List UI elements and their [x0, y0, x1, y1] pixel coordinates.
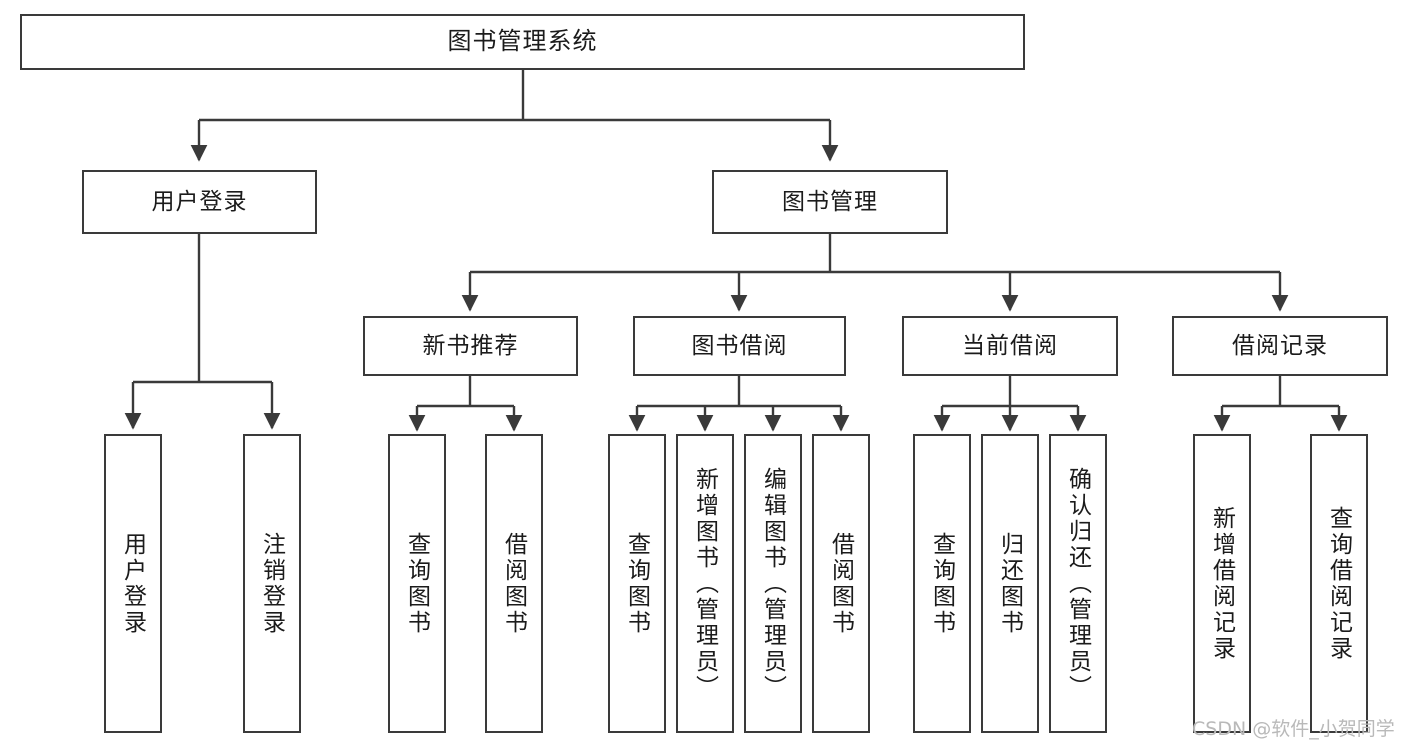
node-label: 用户登录: [151, 188, 248, 215]
node-label: 借阅图书: [828, 531, 855, 636]
node-book-borrowing[interactable]: 图书借阅: [633, 316, 846, 376]
node-leaf-return-books[interactable]: 归还图书: [981, 434, 1039, 733]
node-leaf-borrow-books[interactable]: 借阅图书: [812, 434, 870, 733]
node-label: 图书管理: [782, 188, 878, 215]
node-leaf-query-borrow-record[interactable]: 查询借阅记录: [1310, 434, 1368, 733]
watermark: CSDN @软件_小贺同学: [1192, 718, 1395, 740]
node-leaf-edit-book-admin[interactable]: 编辑图书（管理员）: [744, 434, 802, 733]
node-user-login[interactable]: 用户登录: [82, 170, 317, 234]
node-book-management[interactable]: 图书管理: [712, 170, 948, 234]
node-leaf-query-books-current[interactable]: 查询图书: [913, 434, 971, 733]
node-leaf-query-books-borrow[interactable]: 查询图书: [608, 434, 666, 733]
node-label: 编辑图书（管理员）: [760, 466, 787, 701]
node-label: 借阅记录: [1232, 332, 1328, 359]
node-leaf-borrow-books-recommend[interactable]: 借阅图书: [485, 434, 543, 733]
node-label: 查询借阅记录: [1326, 505, 1353, 662]
node-label: 查询图书: [404, 531, 431, 636]
node-leaf-query-books-recommend[interactable]: 查询图书: [388, 434, 446, 733]
node-leaf-add-book-admin[interactable]: 新增图书（管理员）: [676, 434, 734, 733]
node-label: 借阅图书: [501, 531, 528, 636]
node-label: 当前借阅: [962, 332, 1058, 359]
node-label: 归还图书: [997, 531, 1024, 636]
node-label: 新书推荐: [422, 332, 519, 359]
node-label: 用户登录: [120, 531, 147, 636]
node-label: 图书管理系统: [447, 27, 598, 55]
node-label: 确认归还（管理员）: [1065, 466, 1092, 701]
node-label: 查询图书: [929, 531, 956, 636]
node-borrow-records[interactable]: 借阅记录: [1172, 316, 1388, 376]
node-root-book-management-system[interactable]: 图书管理系统: [20, 14, 1025, 70]
node-leaf-logout[interactable]: 注销登录: [243, 434, 301, 733]
node-current-borrowing[interactable]: 当前借阅: [902, 316, 1118, 376]
node-label: 注销登录: [259, 531, 286, 636]
node-new-book-recommendation[interactable]: 新书推荐: [363, 316, 578, 376]
node-leaf-user-login[interactable]: 用户登录: [104, 434, 162, 733]
node-leaf-add-borrow-record[interactable]: 新增借阅记录: [1193, 434, 1251, 733]
node-label: 新增借阅记录: [1209, 505, 1236, 662]
node-label: 查询图书: [624, 531, 651, 636]
node-leaf-confirm-return-admin[interactable]: 确认归还（管理员）: [1049, 434, 1107, 733]
node-label: 图书借阅: [691, 332, 788, 359]
node-label: 新增图书（管理员）: [692, 466, 719, 701]
